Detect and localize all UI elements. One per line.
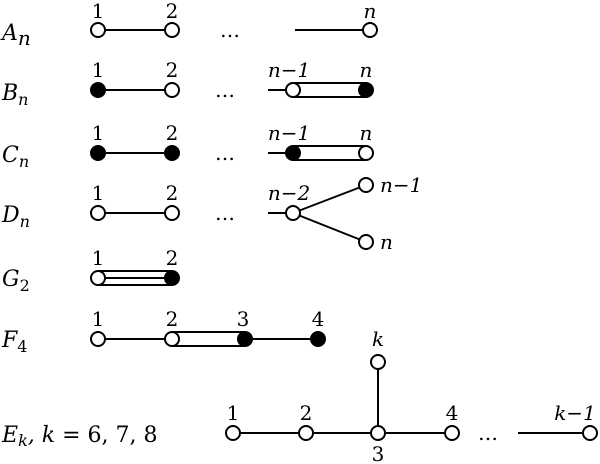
node-label: 2 [166, 246, 179, 270]
label-g-2: G2 [2, 267, 30, 295]
node-label: n [380, 230, 393, 254]
label-a-n: An [0, 21, 31, 50]
diagram-g-2: 1 2 [90, 246, 180, 286]
node-label: n−2 [268, 181, 310, 205]
node-open [285, 82, 301, 98]
ellipsis: … [220, 18, 240, 42]
diagram-f-4: 1 2 3 4 [90, 307, 326, 347]
ellipsis: … [215, 78, 235, 102]
node-label: 2 [166, 121, 179, 145]
node-open [582, 425, 598, 441]
node-label: 1 [92, 246, 105, 270]
node-label: 4 [312, 307, 325, 331]
node-label: n−1 [268, 121, 310, 145]
node-label: k−1 [554, 401, 596, 425]
node-open [358, 145, 374, 161]
ellipsis: … [215, 201, 235, 225]
node-label: n [364, 0, 377, 23]
node-filled [164, 145, 180, 161]
node-label: 2 [166, 307, 179, 331]
diagram-c-n: 1 2 n−1 n … [90, 121, 374, 165]
node-open [285, 205, 301, 221]
node-label: 1 [92, 181, 105, 205]
node-open [370, 354, 386, 370]
node-label: n−1 [268, 58, 310, 82]
node-label: 2 [166, 0, 179, 23]
node-open [298, 425, 314, 441]
node-filled [237, 331, 253, 347]
node-open [362, 22, 378, 38]
node-filled [285, 145, 301, 161]
ellipsis: … [478, 421, 498, 445]
node-open [358, 234, 374, 250]
node-label: n−1 [380, 173, 422, 197]
diagram-d-n: 1 2 n−2 n−1 n … [90, 173, 422, 254]
node-label: 2 [166, 181, 179, 205]
node-filled [358, 82, 374, 98]
node-open [444, 425, 460, 441]
node-open [225, 425, 241, 441]
node-open [164, 331, 180, 347]
label-b-n: Bn [1, 81, 28, 109]
node-open [90, 22, 106, 38]
node-open [164, 22, 180, 38]
node-label: 2 [300, 401, 313, 425]
ellipsis: … [215, 141, 235, 165]
label-d-n: Dn [1, 203, 30, 231]
node-filled [164, 270, 180, 286]
node-open [164, 205, 180, 221]
node-label: 1 [92, 307, 105, 331]
node-label: n [360, 121, 373, 145]
node-label: 1 [92, 121, 105, 145]
node-label: 1 [92, 0, 105, 23]
node-label: 2 [166, 58, 179, 82]
node-open [358, 177, 374, 193]
label-f-4: F4 [1, 328, 27, 356]
node-filled [90, 82, 106, 98]
node-open [164, 82, 180, 98]
node-label: k [372, 327, 384, 351]
node-label: 4 [446, 401, 459, 425]
node-filled [90, 145, 106, 161]
node-label: 1 [92, 58, 105, 82]
node-label: 3 [372, 442, 385, 464]
node-open [370, 425, 386, 441]
node-open [90, 205, 106, 221]
node-open [90, 270, 106, 286]
node-open [90, 331, 106, 347]
node-filled [310, 331, 326, 347]
label-c-n: Cn [2, 143, 29, 171]
diagram-a-n: 1 2 n … [90, 0, 378, 42]
node-label: 1 [227, 401, 240, 425]
diagram-b-n: 1 2 n−1 n … [90, 58, 374, 102]
node-label: 3 [237, 307, 250, 331]
bond-line [292, 184, 367, 214]
node-label: n [360, 58, 373, 82]
label-e-k: Ek, k = 6, 7, 8 [1, 423, 158, 450]
diagram-e-k: 1 2 3 4 k−1 k … [225, 327, 598, 464]
bond-line [292, 212, 367, 243]
